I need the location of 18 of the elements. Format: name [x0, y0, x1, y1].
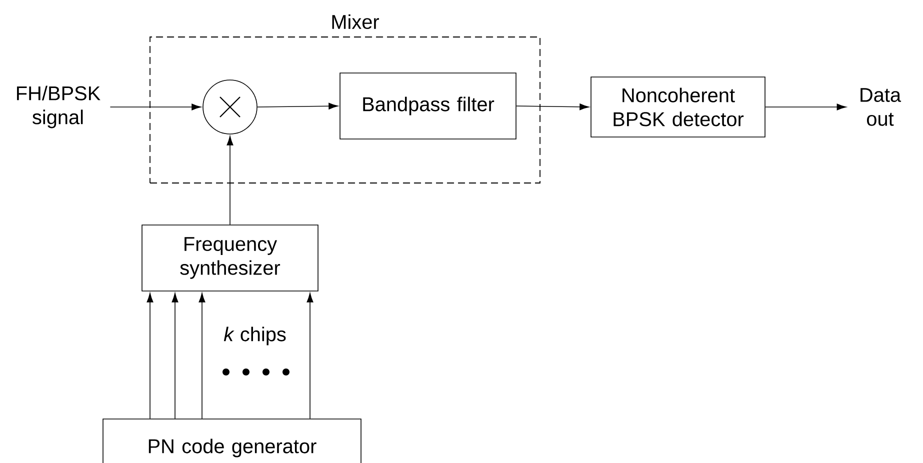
label: k chips	[224, 326, 286, 346]
output-label: Data out	[860, 88, 902, 126]
arrow	[516, 104, 590, 110]
arrow	[306, 292, 314, 419]
arrow	[257, 102, 338, 110]
detector-box: Noncoherent BPSK detector	[590, 76, 766, 138]
node-label: Mixer	[332, 14, 380, 30]
arrow	[172, 292, 178, 419]
arrow	[226, 136, 234, 225]
arrow	[198, 292, 206, 419]
arrow	[110, 104, 202, 110]
multiplier-circle	[202, 80, 258, 134]
generator-box: PN code generator	[102, 418, 362, 463]
arrow	[765, 104, 846, 110]
synthesizer-box: Frequency synthesizer	[142, 224, 318, 292]
arrow	[146, 292, 154, 419]
filter-box: Bandpass filter	[340, 72, 516, 140]
signal-label: FH/BPSK signal	[17, 86, 100, 128]
